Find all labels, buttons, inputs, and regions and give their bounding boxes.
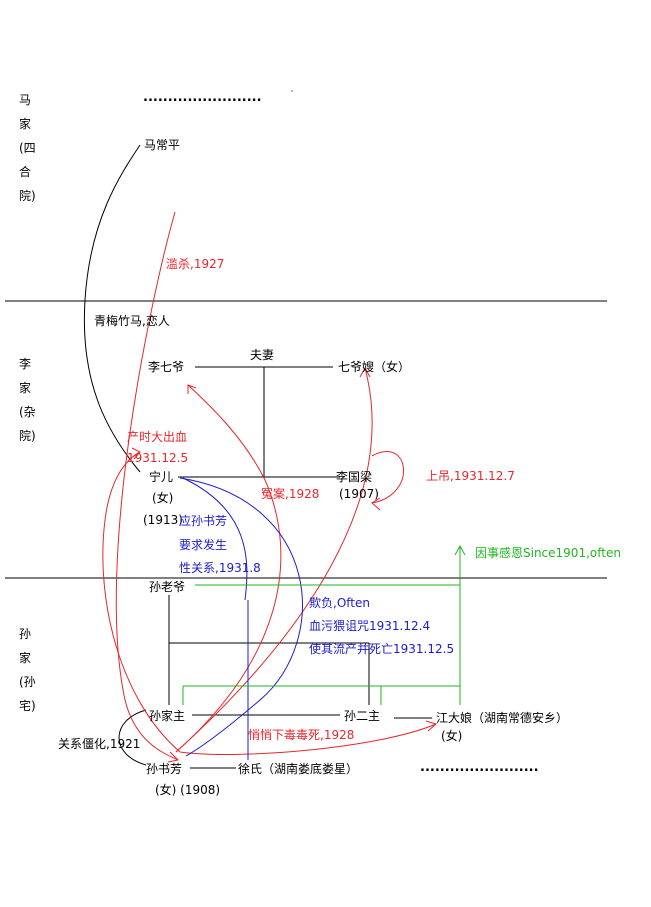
relation-shiqi: 使其流产并死亡1931.12.5 bbox=[309, 642, 455, 656]
person-jiang-daniang: 江大娘（湖南常德安乡） bbox=[436, 711, 569, 725]
yuanan-arrowhead bbox=[359, 366, 371, 378]
ying-curve bbox=[179, 477, 303, 757]
relation-shangdiao: 上吊,1931.12.7 bbox=[426, 469, 515, 483]
person-li-guoliang-year: (1907) bbox=[339, 487, 379, 501]
ellipsis-top: ........................ bbox=[143, 90, 262, 105]
qifu-curve bbox=[182, 477, 248, 601]
qiaoqiao-curve bbox=[179, 723, 437, 755]
relation-chanshi-2: 1931.12.5 bbox=[127, 451, 189, 465]
ma-ning-sweetheart-line bbox=[83, 144, 141, 473]
person-jiang-daniang-sex: (女) bbox=[441, 729, 463, 743]
person-sun-shufang-info: (女) (1908) bbox=[155, 783, 221, 797]
abuse-lines bbox=[179, 477, 303, 760]
gratitude-arrowhead bbox=[454, 544, 466, 556]
shangdiao-arrowhead bbox=[371, 497, 381, 511]
person-sun-jiazhu: 孙家主 bbox=[149, 709, 186, 723]
family-label-ma: 马 家 (四 合 院) bbox=[19, 93, 36, 203]
lansha-curve bbox=[115, 211, 179, 761]
relation-qiaoqiao: 悄悄下毒毒死,1928 bbox=[248, 728, 355, 742]
family-label-li: 李 家 (杂 院) bbox=[19, 357, 36, 443]
relation-chanshi-1: 产时大出血 bbox=[127, 430, 188, 444]
chanshi-curve bbox=[102, 451, 181, 753]
death-lines bbox=[102, 211, 437, 761]
gratitude-lines bbox=[182, 544, 466, 705]
relation-guanxi: 关系僵化,1921 bbox=[58, 737, 141, 751]
yuanan-curve bbox=[175, 367, 373, 753]
relation-qingmei: 青梅竹马,恋人 bbox=[94, 314, 170, 328]
person-ma-changping: 马常平 bbox=[144, 138, 181, 152]
shangdiao-loop bbox=[371, 451, 405, 504]
person-ning-er-sex: (女) bbox=[152, 491, 174, 505]
person-sun-erzhu: 孙二主 bbox=[344, 709, 381, 723]
qiye-arrowhead bbox=[187, 384, 197, 394]
relation-yinshi: 因事感恩Since1901,often bbox=[475, 546, 621, 560]
person-li-guoliang: 李国梁 bbox=[336, 470, 373, 484]
ellipsis-bottom: ........................ bbox=[420, 760, 539, 775]
person-ning-er-year: (1913) bbox=[143, 513, 183, 527]
relation-ying-3: 性关系,1931.8 bbox=[179, 561, 261, 575]
relation-qifu: 欺负,Often bbox=[309, 596, 370, 610]
lansha-arrowhead bbox=[167, 751, 180, 763]
relation-yuanan: 冤案,1928 bbox=[261, 487, 320, 501]
person-ning-er: 宁儿 bbox=[149, 470, 174, 484]
kinship-lines bbox=[83, 144, 432, 769]
person-sun-shufang: 孙书芳 bbox=[146, 762, 183, 776]
person-xu-shi: 徐氏（湖南娄底娄星） bbox=[238, 762, 359, 776]
qiye-curve bbox=[175, 384, 282, 753]
relation-fuqi: 夫妻 bbox=[250, 348, 275, 362]
relation-ying-2: 要求发生 bbox=[179, 538, 228, 552]
stray-dot bbox=[291, 90, 293, 92]
relation-lansha: 滥杀,1927 bbox=[166, 257, 225, 271]
person-qiye-sao: 七爷嫂（女） bbox=[338, 360, 411, 374]
relation-xuewu: 血污猥诅咒1931.12.4 bbox=[309, 619, 431, 633]
person-li-qiye: 李七爷 bbox=[148, 360, 185, 374]
relation-ying-1: 应孙书芳 bbox=[179, 514, 228, 528]
jiazhu-shufang-strained-curve bbox=[118, 709, 147, 766]
qiaoqiao-arrowhead bbox=[425, 720, 438, 732]
person-sun-laoye: 孙老爷 bbox=[149, 580, 186, 594]
family-label-sun: 孙 家 (孙 宅) bbox=[19, 627, 36, 713]
chanshi-arrowhead bbox=[131, 447, 141, 460]
death-arrowheads bbox=[131, 366, 438, 763]
